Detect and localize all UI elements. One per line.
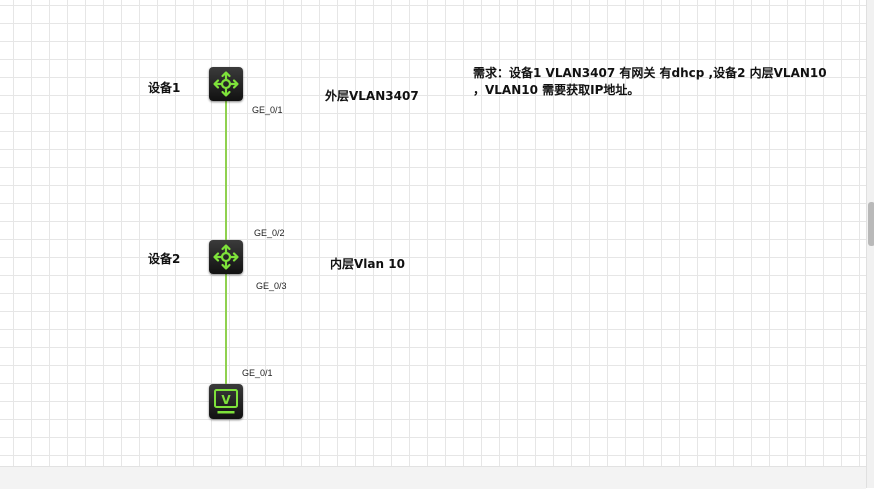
link-device2-pc[interactable] (225, 274, 227, 385)
pc-terminal[interactable]: V (209, 384, 243, 419)
vpc-terminal-icon: V (214, 389, 238, 414)
link-device1-device2[interactable] (225, 101, 227, 240)
vpc-glyph: V (221, 393, 231, 407)
device2-port-down-label: GE_0/3 (256, 281, 287, 291)
inner-vlan-note: 内层Vlan 10 (330, 257, 405, 271)
device2-label: 设备2 (148, 252, 181, 266)
device2-switch[interactable] (209, 240, 243, 274)
requirement-note: 需求：设备1 VLAN3407 有网关 有dhcp ,设备2 内层VLAN10 … (473, 65, 853, 99)
scrollbar-thumb[interactable] (868, 202, 874, 246)
device1-label: 设备1 (148, 81, 181, 95)
bottom-strip (0, 466, 866, 489)
switch-icon (213, 71, 239, 97)
requirement-line2: ，VLAN10 需要获取IP地址。 (473, 83, 640, 97)
vertical-scrollbar[interactable] (866, 0, 874, 488)
requirement-line1: 需求：设备1 VLAN3407 有网关 有dhcp ,设备2 内层VLAN10 (473, 66, 827, 80)
switch-icon (213, 244, 239, 270)
device2-port-up-label: GE_0/2 (254, 228, 285, 238)
outer-vlan-note: 外层VLAN3407 (325, 89, 419, 103)
pc-port-label: GE_0/1 (242, 368, 273, 378)
device1-port-label: GE_0/1 (252, 105, 283, 115)
device1-switch[interactable] (209, 67, 243, 101)
